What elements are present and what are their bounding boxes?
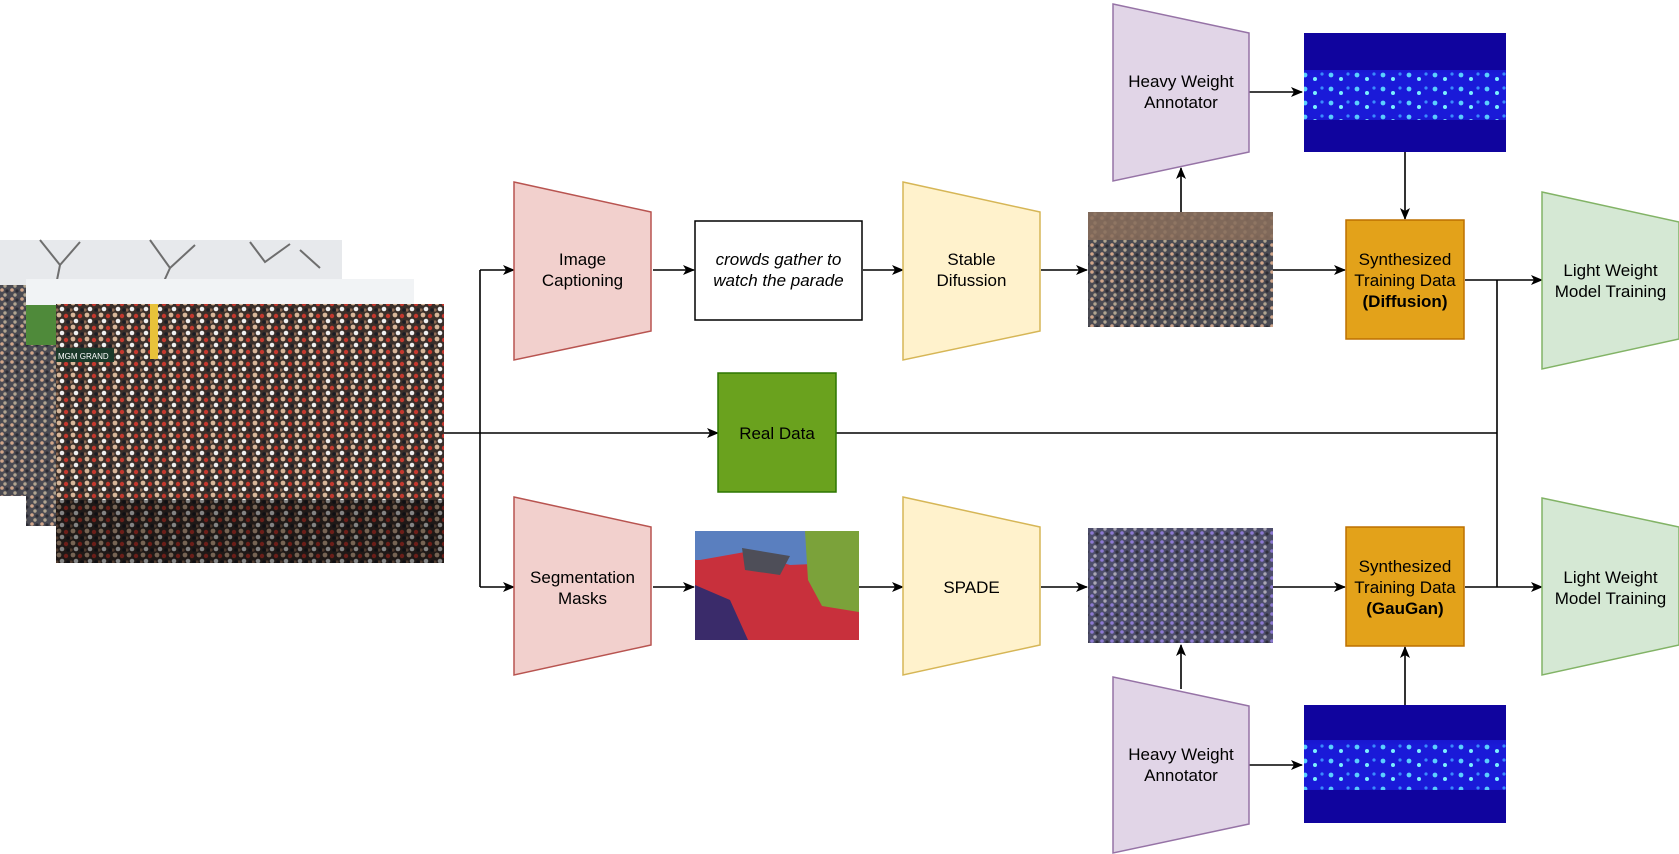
image-captioning-node bbox=[513, 181, 652, 361]
yellow-pole bbox=[150, 304, 158, 359]
edges bbox=[444, 87, 1543, 770]
back-photo-2-crowd bbox=[26, 330, 56, 526]
synth-gaugan-node bbox=[1345, 526, 1465, 647]
front-photo-bottom-shadow bbox=[56, 500, 444, 563]
stable-diffusion-node bbox=[902, 181, 1041, 361]
heavy-annotator-bottom-node bbox=[1112, 676, 1250, 854]
gaugan-photo bbox=[1088, 528, 1273, 643]
back-photo-3-crowd bbox=[0, 285, 30, 496]
mgm-sign-text: MGM GRAND bbox=[58, 352, 109, 361]
density-map-bottom bbox=[1304, 705, 1506, 823]
spade-node bbox=[902, 496, 1041, 676]
density-map-top bbox=[1304, 33, 1506, 152]
input-photo-stack: MGM GRAND bbox=[0, 239, 444, 563]
back-photo-2-greenery bbox=[26, 305, 56, 345]
segmentation-masks-node bbox=[513, 496, 652, 676]
caption-text-node bbox=[694, 220, 863, 321]
front-photo bbox=[56, 304, 444, 563]
segmentation-mask-image bbox=[695, 531, 859, 640]
mgm-sign bbox=[56, 348, 114, 362]
synth-diffusion-node bbox=[1345, 219, 1465, 340]
diffusion-photo bbox=[1088, 212, 1273, 327]
light-model-top-node bbox=[1541, 191, 1679, 370]
heavy-annotator-top-node bbox=[1112, 3, 1250, 182]
light-model-bottom-node bbox=[1541, 497, 1679, 676]
real-data-node bbox=[717, 372, 837, 493]
